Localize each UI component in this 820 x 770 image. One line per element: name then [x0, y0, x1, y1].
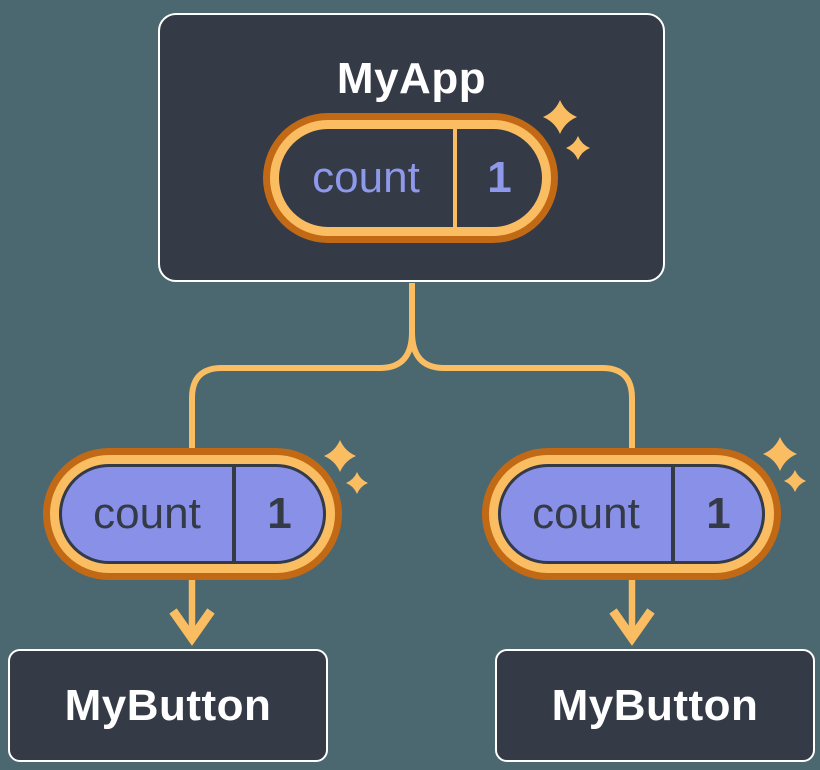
prop-pill-left: count 1 — [50, 455, 335, 573]
sparkles-left-pill — [324, 440, 368, 494]
state-pill-root: count 1 — [270, 120, 551, 236]
prop-pill-right: count 1 — [489, 455, 774, 573]
arrowhead-icon — [609, 608, 655, 646]
sparkle-icon — [324, 440, 356, 472]
component-title: MyButton — [551, 680, 759, 730]
prop-value: 1 — [267, 489, 292, 538]
component-card-mybutton-left: MyButton — [8, 649, 328, 762]
component-title: MyApp — [336, 54, 487, 103]
state-value: 1 — [487, 153, 512, 202]
component-title: MyButton — [64, 680, 272, 730]
sparkle-icon — [346, 472, 368, 494]
arrow-down-left — [169, 576, 215, 646]
connector-branch-right — [409, 331, 635, 452]
component-card-mybutton-right: MyButton — [495, 649, 815, 762]
prop-pill-core: count 1 — [59, 464, 326, 564]
prop-value: 1 — [706, 489, 731, 538]
prop-key: count — [93, 489, 201, 538]
sparkle-icon — [763, 437, 797, 471]
prop-key: count — [532, 489, 640, 538]
state-key: count — [312, 153, 420, 202]
pill-divider — [671, 467, 675, 561]
pill-divider — [232, 467, 236, 561]
arrow-down-right — [609, 576, 655, 646]
arrowhead-icon — [169, 608, 215, 646]
connector-branch-left — [189, 331, 415, 452]
pill-divider — [453, 129, 457, 227]
sparkle-icon — [784, 470, 806, 492]
prop-pill-core: count 1 — [498, 464, 765, 564]
sparkles-right-pill — [763, 437, 806, 492]
